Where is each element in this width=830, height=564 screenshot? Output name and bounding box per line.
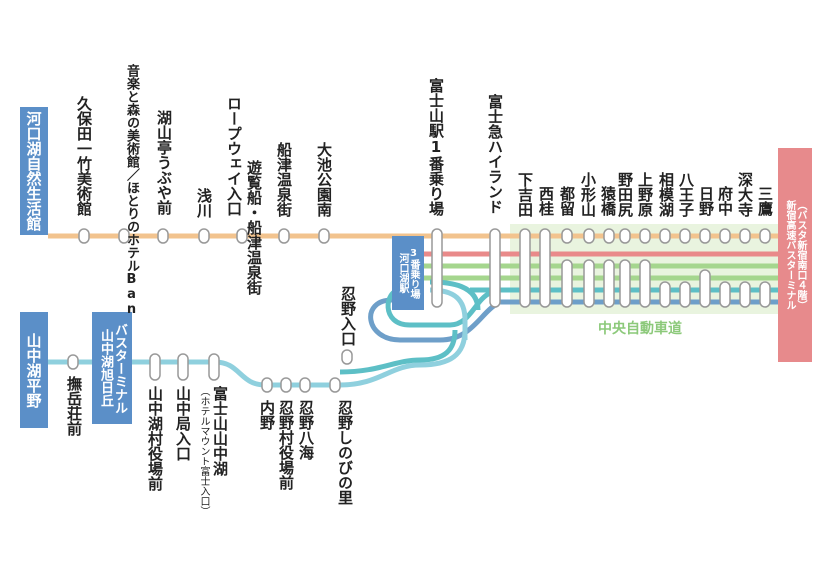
station-label: ロープウェイ入口	[225, 96, 243, 216]
station-marker	[489, 228, 501, 308]
station-label: 富士山駅1番乗り場	[427, 78, 445, 216]
station-label: 日野	[697, 186, 715, 216]
station-marker	[278, 228, 290, 244]
station-label: 三鷹	[756, 186, 774, 216]
station-marker	[341, 349, 353, 365]
station-label: 府中	[716, 186, 734, 216]
station-label: 下吉田	[516, 172, 534, 217]
station-label: 富士山山中湖	[211, 386, 229, 476]
station-marker	[329, 377, 341, 393]
station-marker	[177, 353, 189, 381]
station-marker	[78, 228, 90, 244]
station-marker	[759, 281, 771, 308]
station-label: 西桂	[537, 186, 555, 216]
station-marker	[157, 228, 169, 244]
station-marker	[299, 377, 311, 393]
terminal-yamanakako-hirano: 山中湖平野	[20, 312, 48, 428]
route-line-lower-2	[339, 329, 458, 375]
station-label: 相模湖	[657, 172, 675, 217]
station-marker	[318, 228, 330, 244]
station-label: 大池公園南	[315, 142, 333, 217]
station-label: 忍野八海	[297, 400, 315, 460]
station-label: 八王子	[677, 172, 695, 217]
station-label: 都留	[558, 186, 576, 216]
terminal-label-1: 河口湖駅	[397, 253, 408, 293]
terminal-label-2: 3番乗り場	[408, 247, 419, 299]
station-label: 遊覧船・船津温泉街	[245, 160, 263, 295]
station-marker	[699, 269, 711, 308]
station-marker	[261, 377, 273, 393]
station-marker	[699, 228, 711, 244]
station-label: 音楽と森の美術館／ほとりのホテルBan	[124, 64, 139, 317]
station-marker	[539, 228, 551, 308]
terminal-label: 山中湖平野	[24, 332, 43, 408]
station-marker	[431, 228, 443, 308]
station-label: 野田尻	[616, 172, 634, 217]
station-label: 山中局入口	[174, 386, 192, 461]
terminal-asahigaoka: 山中湖旭日丘 バスターミナル	[92, 312, 132, 424]
station-label: 忍野しのびの里	[336, 400, 354, 505]
station-marker	[603, 228, 615, 244]
terminal-kawaguchiko-museum: 河口湖自然生活館	[20, 107, 48, 235]
terminal-label-1: 山中湖旭日丘	[98, 329, 113, 407]
station-marker	[739, 228, 751, 244]
station-marker	[639, 259, 651, 308]
terminal-shinjuku: 新宿高速バスターミナル （バスタ新宿南口４階）	[778, 148, 812, 362]
station-label: 内野	[258, 400, 276, 430]
station-label: 猿橋	[599, 186, 617, 216]
station-label: 忍野入口	[339, 286, 357, 346]
station-marker	[208, 353, 220, 381]
station-marker	[739, 281, 751, 308]
station-marker	[561, 228, 573, 244]
station-label: 上野原	[636, 172, 654, 217]
station-marker	[619, 259, 631, 308]
station-marker	[759, 228, 771, 244]
station-label: 撫岳荘前	[65, 376, 83, 436]
station-label: 富士急ハイランド	[486, 94, 504, 214]
terminal-label-2: （バスタ新宿南口４階）	[795, 200, 806, 310]
station-marker	[67, 354, 79, 370]
route-line-lower	[48, 329, 468, 388]
station-marker	[719, 228, 731, 244]
terminal-label: 河口湖自然生活館	[24, 111, 43, 231]
station-marker	[198, 228, 210, 244]
station-marker	[561, 259, 573, 308]
station-marker	[659, 281, 671, 308]
terminal-label-1: 新宿高速バスターミナル	[784, 200, 795, 310]
station-marker	[619, 228, 631, 244]
station-marker	[583, 228, 595, 244]
station-label: 山中湖村役場前	[146, 386, 164, 491]
station-label: 忍野村役場前	[277, 400, 295, 490]
station-marker	[679, 281, 691, 308]
terminal-label-2: バスターミナル	[112, 322, 127, 414]
station-marker	[603, 259, 615, 308]
station-label: 久保田一竹美術館	[75, 96, 93, 216]
station-label: 湖山亭うぶや前	[155, 110, 173, 215]
station-marker	[118, 228, 130, 244]
station-label: 深大寺	[736, 172, 754, 217]
station-marker	[679, 228, 691, 244]
expressway-label: 中央自動車道	[598, 321, 682, 337]
station-marker	[583, 259, 595, 308]
station-marker	[280, 377, 292, 393]
station-marker	[719, 281, 731, 308]
station-marker	[519, 228, 531, 308]
station-marker	[149, 353, 161, 381]
station-label-sub: （ホテルマウント富士入口）	[198, 386, 209, 516]
loop-blue-outer	[368, 297, 497, 343]
terminal-kawaguchiko-station: 河口湖駅 3番乗り場	[392, 236, 424, 310]
station-marker	[659, 228, 671, 244]
station-marker	[639, 228, 651, 244]
station-label: 小形山	[579, 172, 597, 217]
station-label: 浅川	[195, 188, 213, 218]
station-label: 船津温泉街	[275, 142, 293, 217]
station-marker	[236, 228, 248, 244]
